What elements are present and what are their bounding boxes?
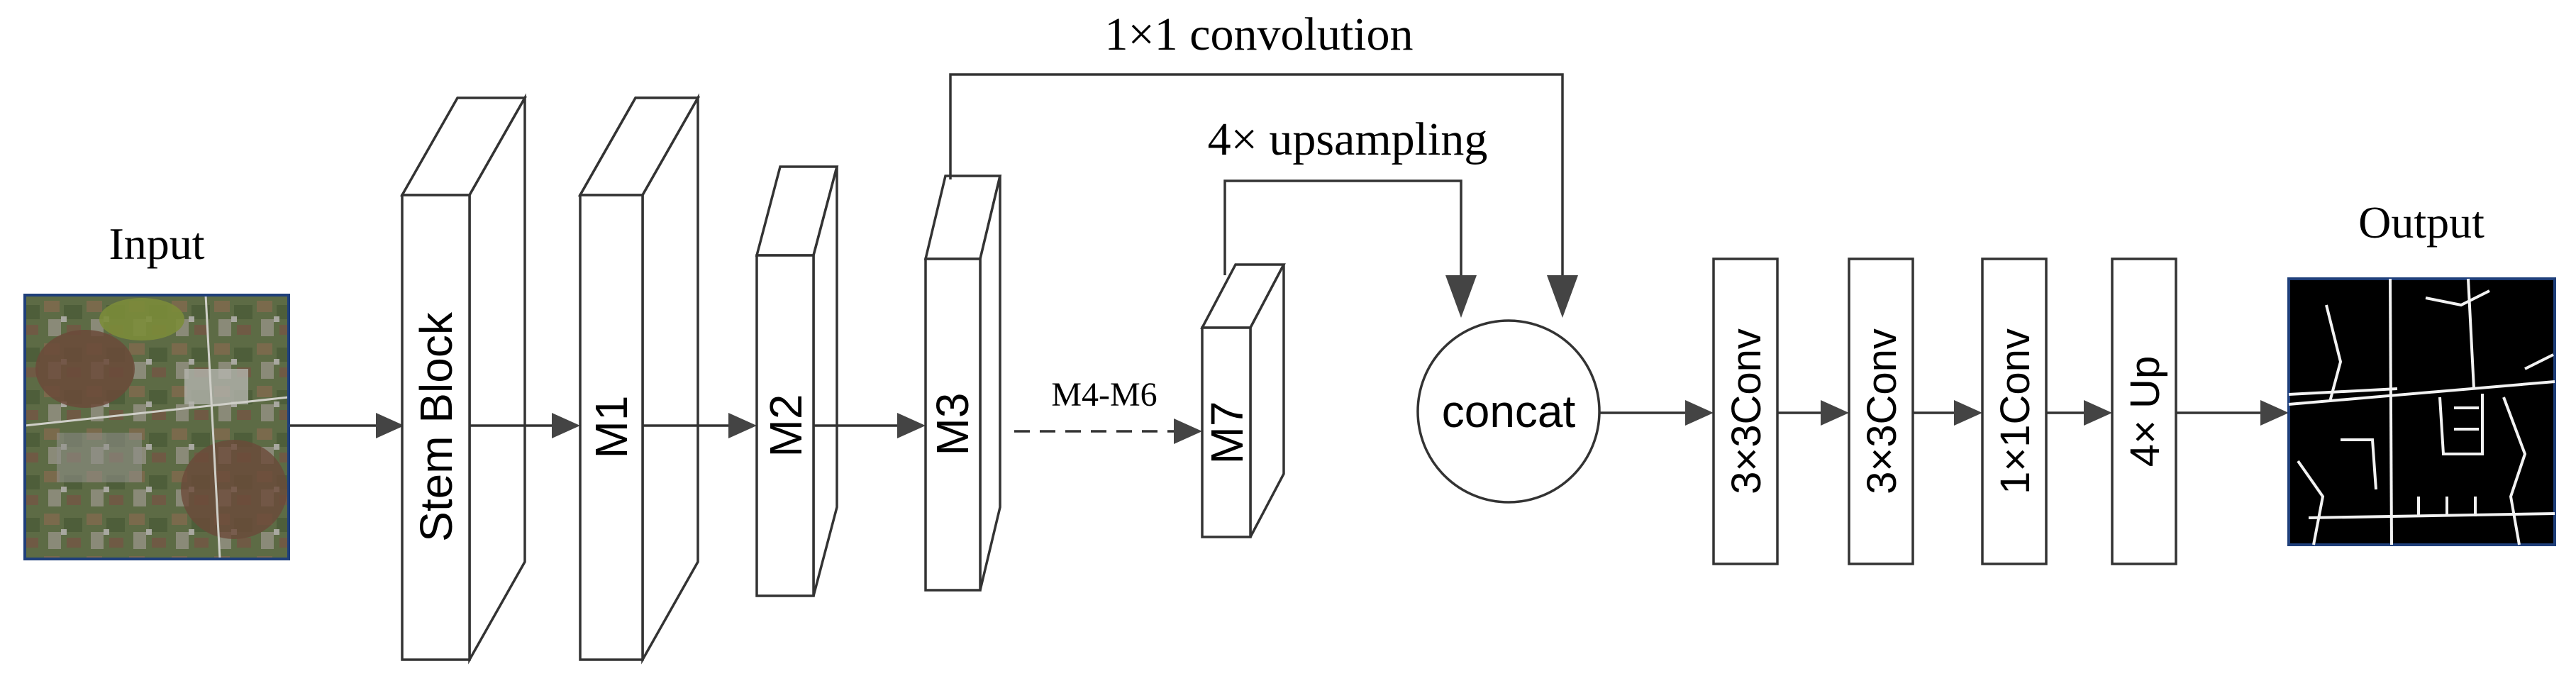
conv3-block: 1×1Conv (1981, 257, 2048, 565)
arrowhead (1174, 419, 1202, 444)
m7-label: M7 (1201, 401, 1253, 465)
m3-block: M3 (923, 174, 1002, 592)
arrowhead (1445, 275, 1477, 318)
concat-node (1416, 319, 1601, 504)
concat-label: concat (1442, 386, 1576, 437)
upsample-label: 4× Up (2122, 356, 2168, 467)
output-label: Output (2358, 197, 2485, 248)
arrowhead (728, 413, 757, 438)
upsample-block: 4× Up (2111, 257, 2177, 565)
arrowhead (376, 413, 404, 438)
skip-connection-label: 1×1 convolution (1104, 9, 1413, 60)
arrowhead (1821, 400, 1849, 426)
arrowhead (1954, 400, 1982, 426)
m4-m6-label: M4-M6 (1051, 376, 1157, 414)
arrowhead (897, 413, 926, 438)
m2-block: M2 (755, 165, 839, 597)
arrowhead (2260, 400, 2289, 426)
skip-connection-line (949, 73, 1564, 275)
arrowhead (552, 413, 580, 438)
arrowhead (1547, 275, 1578, 318)
m7-block: M7 (1200, 263, 1286, 538)
conv2-block: 3×3Conv (1848, 257, 1914, 565)
conv3-label: 1×1Conv (1992, 328, 2038, 494)
m3-label: M3 (927, 393, 978, 456)
m1-block: M1 (577, 93, 701, 665)
m1-label: M1 (586, 396, 637, 459)
conv1-label: 3×3Conv (1723, 328, 1770, 494)
arrowhead (1685, 400, 1714, 426)
arrowhead (2084, 400, 2112, 426)
input-satellite-image (23, 294, 290, 560)
stem-block-label: Stem Block (411, 311, 462, 542)
conv1-block: 3×3Conv (1712, 257, 1779, 565)
m2-label: M2 (760, 394, 811, 458)
input-label: Input (109, 218, 204, 269)
upsampling-label: 4× upsampling (1208, 113, 1488, 165)
upsampling-line (1223, 179, 1462, 275)
output-road-mask (2287, 277, 2556, 546)
conv2-label: 3×3Conv (1859, 328, 1905, 494)
stem-block: Stem Block (399, 93, 528, 665)
